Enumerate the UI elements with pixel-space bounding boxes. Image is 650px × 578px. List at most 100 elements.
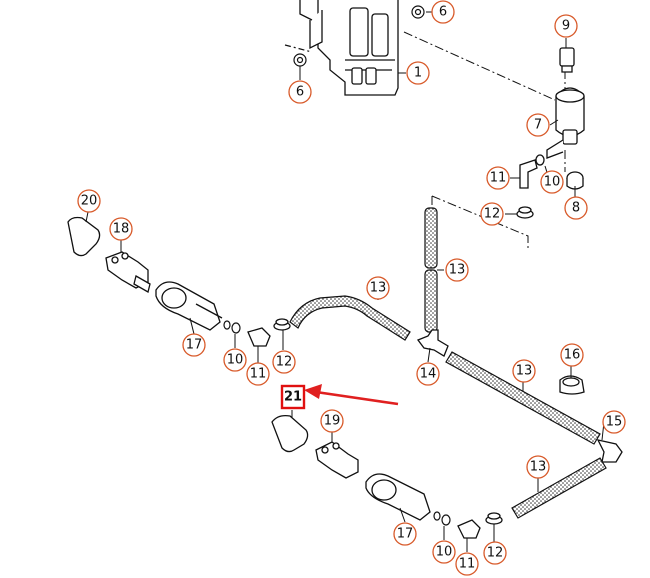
- callout-number: 6: [296, 85, 304, 100]
- callout-number: 10: [544, 175, 561, 190]
- washer-pump: [546, 47, 585, 190]
- nozzle-upper: [105, 251, 151, 293]
- callout-circle: [366, 276, 390, 300]
- callout-circle: [480, 202, 504, 226]
- callout-circle: [486, 166, 510, 190]
- callout-11: 11: [455, 552, 479, 576]
- callout-circle: [602, 410, 626, 434]
- callout-circle: [288, 80, 312, 104]
- callout-13: 13: [512, 359, 536, 383]
- callout-number: 11: [250, 367, 267, 382]
- callout-15: 15: [602, 410, 626, 434]
- callout-19: 19: [320, 409, 344, 433]
- callout-number: 12: [487, 546, 504, 561]
- callout-circle: [512, 359, 536, 383]
- highlighted-part-number: 21: [284, 390, 302, 405]
- callout-circle: [406, 61, 430, 85]
- hose-elbow-top: [519, 154, 545, 189]
- callout-10: 10: [540, 170, 564, 194]
- callout-17: 17: [182, 333, 206, 357]
- callout-circle: [182, 333, 206, 357]
- callout-17: 17: [393, 522, 417, 546]
- washer-upper: [223, 320, 241, 334]
- callout-11: 11: [486, 166, 510, 190]
- callout-circle: [455, 552, 479, 576]
- callout-circle: [526, 455, 550, 479]
- callout-number: 9: [562, 19, 570, 34]
- end-connector: [596, 439, 623, 463]
- callout-number: 14: [420, 367, 437, 382]
- callout-circle: [483, 541, 507, 565]
- callout-circle: [445, 258, 469, 282]
- hose-lower-right: [445, 351, 601, 445]
- callout-16: 16: [560, 343, 584, 367]
- callout-number: 11: [490, 171, 507, 186]
- callout-circle: [564, 196, 588, 220]
- callout-labels: 1667891010101111111212121313131314151617…: [77, 0, 626, 576]
- callout-circle: [540, 170, 564, 194]
- washer-fluid-reservoir: [299, 0, 399, 96]
- callout-number: 20: [81, 194, 98, 209]
- elbow-lower: [457, 519, 481, 539]
- callout-8: 8: [564, 196, 588, 220]
- callout-circle: [432, 540, 456, 564]
- bolt-left: [284, 44, 313, 67]
- highlight-arrow: [304, 384, 399, 406]
- nozzle-lower: [315, 441, 359, 479]
- callout-6: 6: [431, 0, 455, 24]
- callout-number: 7: [534, 118, 542, 133]
- callout-14: 14: [416, 362, 440, 386]
- callout-13: 13: [445, 258, 469, 282]
- hose-vertical: [424, 207, 438, 333]
- callout-6: 6: [288, 80, 312, 104]
- callout-number: 1: [414, 66, 422, 81]
- washer-cylinder-lower: [365, 473, 431, 521]
- callout-12: 12: [480, 202, 504, 226]
- callout-number: 13: [516, 364, 533, 379]
- hose-clip: [559, 375, 585, 395]
- clip-lower: [485, 512, 503, 525]
- leader-lines: [85, 11, 605, 552]
- callout-number: 10: [227, 353, 244, 368]
- clip-upper: [273, 318, 291, 331]
- clip-top: [516, 206, 534, 219]
- callout-20: 20: [77, 189, 101, 213]
- callout-circle: [320, 409, 344, 433]
- washer-lower: [433, 511, 451, 526]
- callout-10: 10: [223, 348, 247, 372]
- callout-number: 17: [186, 338, 203, 353]
- callout-circle: [109, 217, 133, 241]
- bolt-top: [411, 5, 425, 19]
- callout-9: 9: [554, 14, 578, 38]
- callout-number: 10: [436, 545, 453, 560]
- callout-number: 13: [370, 281, 387, 296]
- callout-10: 10: [432, 540, 456, 564]
- hose-lower-return: [511, 457, 607, 519]
- callout-circle: [246, 362, 270, 386]
- highlighted-part-label: 21: [280, 384, 306, 410]
- callout-number: 13: [530, 460, 547, 475]
- callout-number: 12: [484, 207, 501, 222]
- cover-cap-lower: [271, 414, 309, 453]
- callout-circle: [272, 350, 296, 374]
- callout-13: 13: [366, 276, 390, 300]
- callout-number: 17: [397, 527, 414, 542]
- callout-11: 11: [246, 362, 270, 386]
- callout-circle: [526, 113, 550, 137]
- callout-circle: [223, 348, 247, 372]
- callout-circle: [554, 14, 578, 38]
- callout-number: 18: [113, 222, 130, 237]
- callout-12: 12: [272, 350, 296, 374]
- t-connector: [416, 329, 449, 357]
- callout-number: 16: [564, 348, 581, 363]
- callout-13: 13: [526, 455, 550, 479]
- callout-circle: [77, 189, 101, 213]
- callout-number: 11: [459, 557, 476, 572]
- callout-circle: [431, 0, 455, 24]
- callout-7: 7: [526, 113, 550, 137]
- callout-12: 12: [483, 541, 507, 565]
- callout-number: 12: [276, 355, 293, 370]
- callout-1: 1: [406, 61, 430, 85]
